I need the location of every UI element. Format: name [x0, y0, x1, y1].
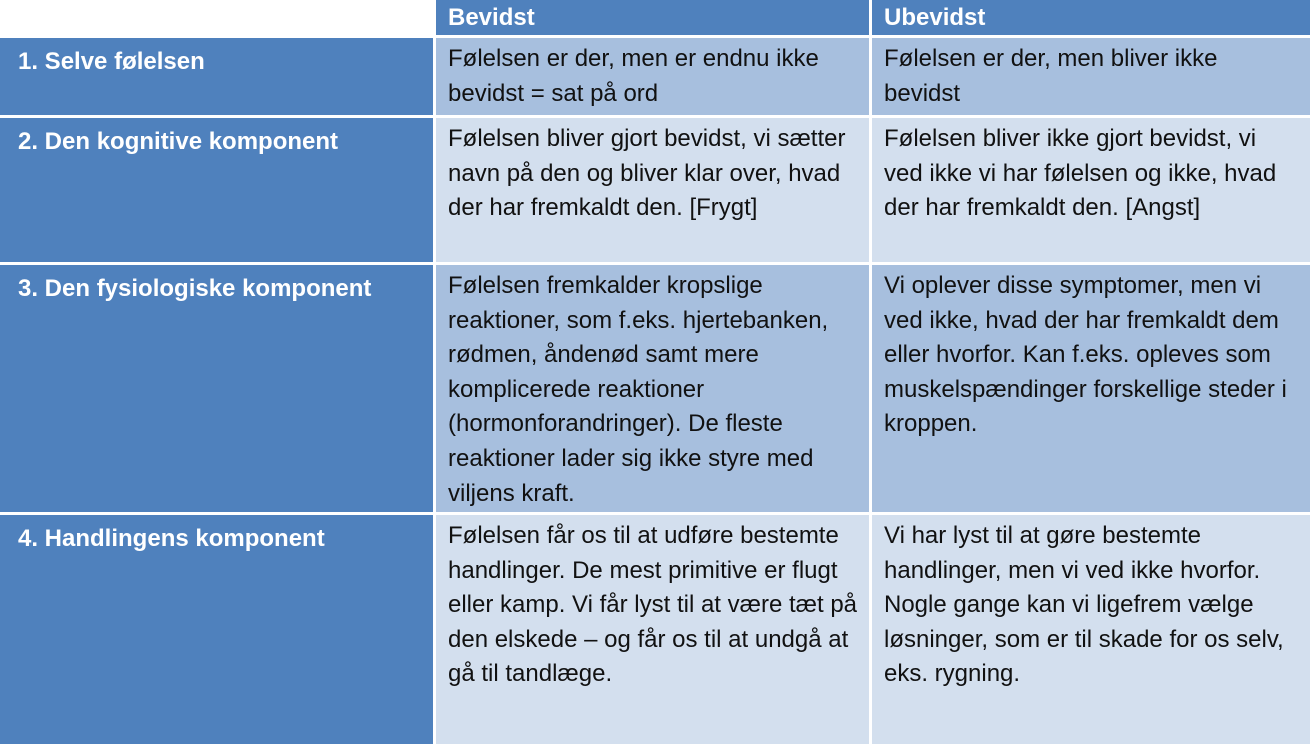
- cell-selve-folelsen-ubevidst: Følelsen er der, men bliver ikke bevidst: [872, 38, 1310, 118]
- row-header-handlingens-komponent: 4. Handlingens komponent: [0, 515, 436, 744]
- column-header-bevidst: Bevidst: [436, 0, 872, 38]
- cell-handlingens-bevidst: Følelsen får os til at udføre bestemte h…: [436, 515, 872, 744]
- cell-selve-folelsen-bevidst: Følelsen er der, men er endnu ikke bevid…: [436, 38, 872, 118]
- header-corner-cell: [0, 0, 436, 38]
- cell-fysiologiske-bevidst: Følelsen fremkalder kropslige reaktioner…: [436, 265, 872, 515]
- column-header-ubevidst: Ubevidst: [872, 0, 1310, 38]
- row-header-kognitive-komponent: 2. Den kognitive komponent: [0, 118, 436, 265]
- cell-kognitive-ubevidst: Følelsen bliver ikke gjort bevidst, vi v…: [872, 118, 1310, 265]
- cell-fysiologiske-ubevidst: Vi oplever disse symptomer, men vi ved i…: [872, 265, 1310, 515]
- row-header-selve-folelsen: 1. Selve følelsen: [0, 38, 436, 118]
- row-header-fysiologiske-komponent: 3. Den fysiologiske komponent: [0, 265, 436, 515]
- cell-handlingens-ubevidst: Vi har lyst til at gøre bestemte handlin…: [872, 515, 1310, 744]
- cell-kognitive-bevidst: Følelsen bliver gjort bevidst, vi sætter…: [436, 118, 872, 265]
